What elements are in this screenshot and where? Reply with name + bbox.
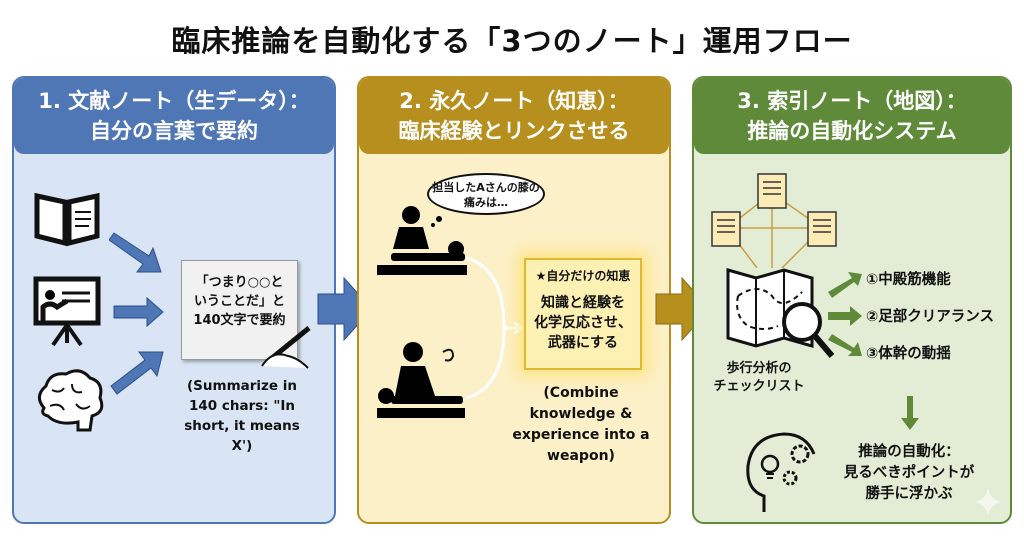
brain-icon — [38, 369, 104, 432]
page-title: 臨床推論を自動化する「3つのノート」運用フロー — [171, 24, 853, 58]
therapist-massage-icon — [377, 342, 465, 418]
checklist-label: 歩行分析の チェックリスト — [704, 360, 814, 396]
wisdom-note-title: ★自分だけの知恵 — [535, 269, 631, 283]
presentation-icon — [33, 276, 101, 347]
wisdom-note: ★自分だけの知恵 知識と経験を 化学反応させ、 武器にする — [524, 258, 642, 370]
checklist-item: ③体幹の動揺 — [866, 346, 951, 362]
book-icon — [34, 192, 100, 247]
checklist-arrows — [828, 272, 862, 356]
wisdom-note-line2: 化学反応させ、 — [534, 315, 632, 331]
permanent-note-panel: 2. 永久ノート（知恵）： 臨床経験とリンクさせる 担当したAさんの膝の痛みは…… — [357, 76, 671, 524]
thought-bubble: 担当したAさんの膝の痛みは… — [427, 173, 545, 215]
note-line1: 「つまり○○と — [195, 275, 284, 290]
result-line2: 見るべきポイントが — [843, 465, 975, 481]
result-line3: 勝手に浮かぶ — [865, 486, 953, 502]
map-label-line2: チェックリスト — [713, 379, 805, 394]
sparkle-icon — [974, 488, 1002, 516]
panel-1-header: 1. 文献ノート（生データ）： 自分の言葉で要約 — [14, 78, 334, 154]
down-arrow-icon — [901, 396, 919, 430]
head-lightbulb-gears-icon — [746, 432, 816, 512]
panel-3-heading-line2: 推論の自動化システム — [747, 119, 957, 143]
panel-2-heading-line2: 臨床経験とリンクさせる — [398, 119, 630, 143]
literature-note-panel: 1. 文献ノート（生データ）： 自分の言葉で要約 「つまり○○と いうことだ」と… — [12, 76, 336, 524]
panel-2-header: 2. 永久ノート（知恵）： 臨床経験とリンクさせる — [359, 78, 669, 154]
wisdom-note-line3: 武器にする — [547, 335, 619, 351]
note-line2: いうことだ」と — [193, 294, 285, 309]
writing-hand-icon — [261, 326, 311, 369]
map-label-line1: 歩行分析の — [726, 361, 792, 376]
panel-3-header: 3. 索引ノート（地図）： 推論の自動化システム — [694, 78, 1010, 154]
therapist-treating-icon — [377, 206, 467, 275]
linked-notes-icon — [711, 173, 837, 268]
panel-1-caption: (Summarize in 140 chars: "In short, it m… — [184, 378, 300, 454]
checklist-item: ①中殿筋機能 — [866, 272, 951, 288]
panel-2-heading-line1: 2. 永久ノート（知恵）： — [399, 89, 629, 113]
index-note-panel: 3. 索引ノート（地図）： 推論の自動化システム 歩行分析の チェックリスト ①… — [692, 76, 1012, 524]
automation-result: 推論の自動化： 見るべきポイントが 勝手に浮かぶ — [824, 442, 994, 505]
wisdom-note-line1: 知識と経験を — [541, 295, 625, 311]
summary-note: 「つまり○○と いうことだ」と 140文字で要約 — [181, 260, 298, 360]
panel-2-caption: (Combine knowledge & experience into a w… — [512, 385, 650, 464]
input-arrows — [109, 232, 164, 395]
checklist-item: ②足部クリアランス — [866, 309, 994, 325]
result-line1: 推論の自動化： — [858, 444, 960, 460]
panel-1-heading-line1: 1. 文献ノート（生データ）： — [38, 89, 310, 113]
note-line3: 140文字で要約 — [193, 313, 286, 328]
map-magnifier-icon — [726, 268, 835, 358]
panel-1-heading-line2: 自分の言葉で要約 — [90, 119, 258, 143]
checklist-items: ①中殿筋機能 ②足部クリアランス ③体幹の動揺 — [866, 262, 994, 373]
merge-curves — [465, 256, 524, 400]
panel-3-heading-line1: 3. 索引ノート（地図）： — [737, 89, 967, 113]
